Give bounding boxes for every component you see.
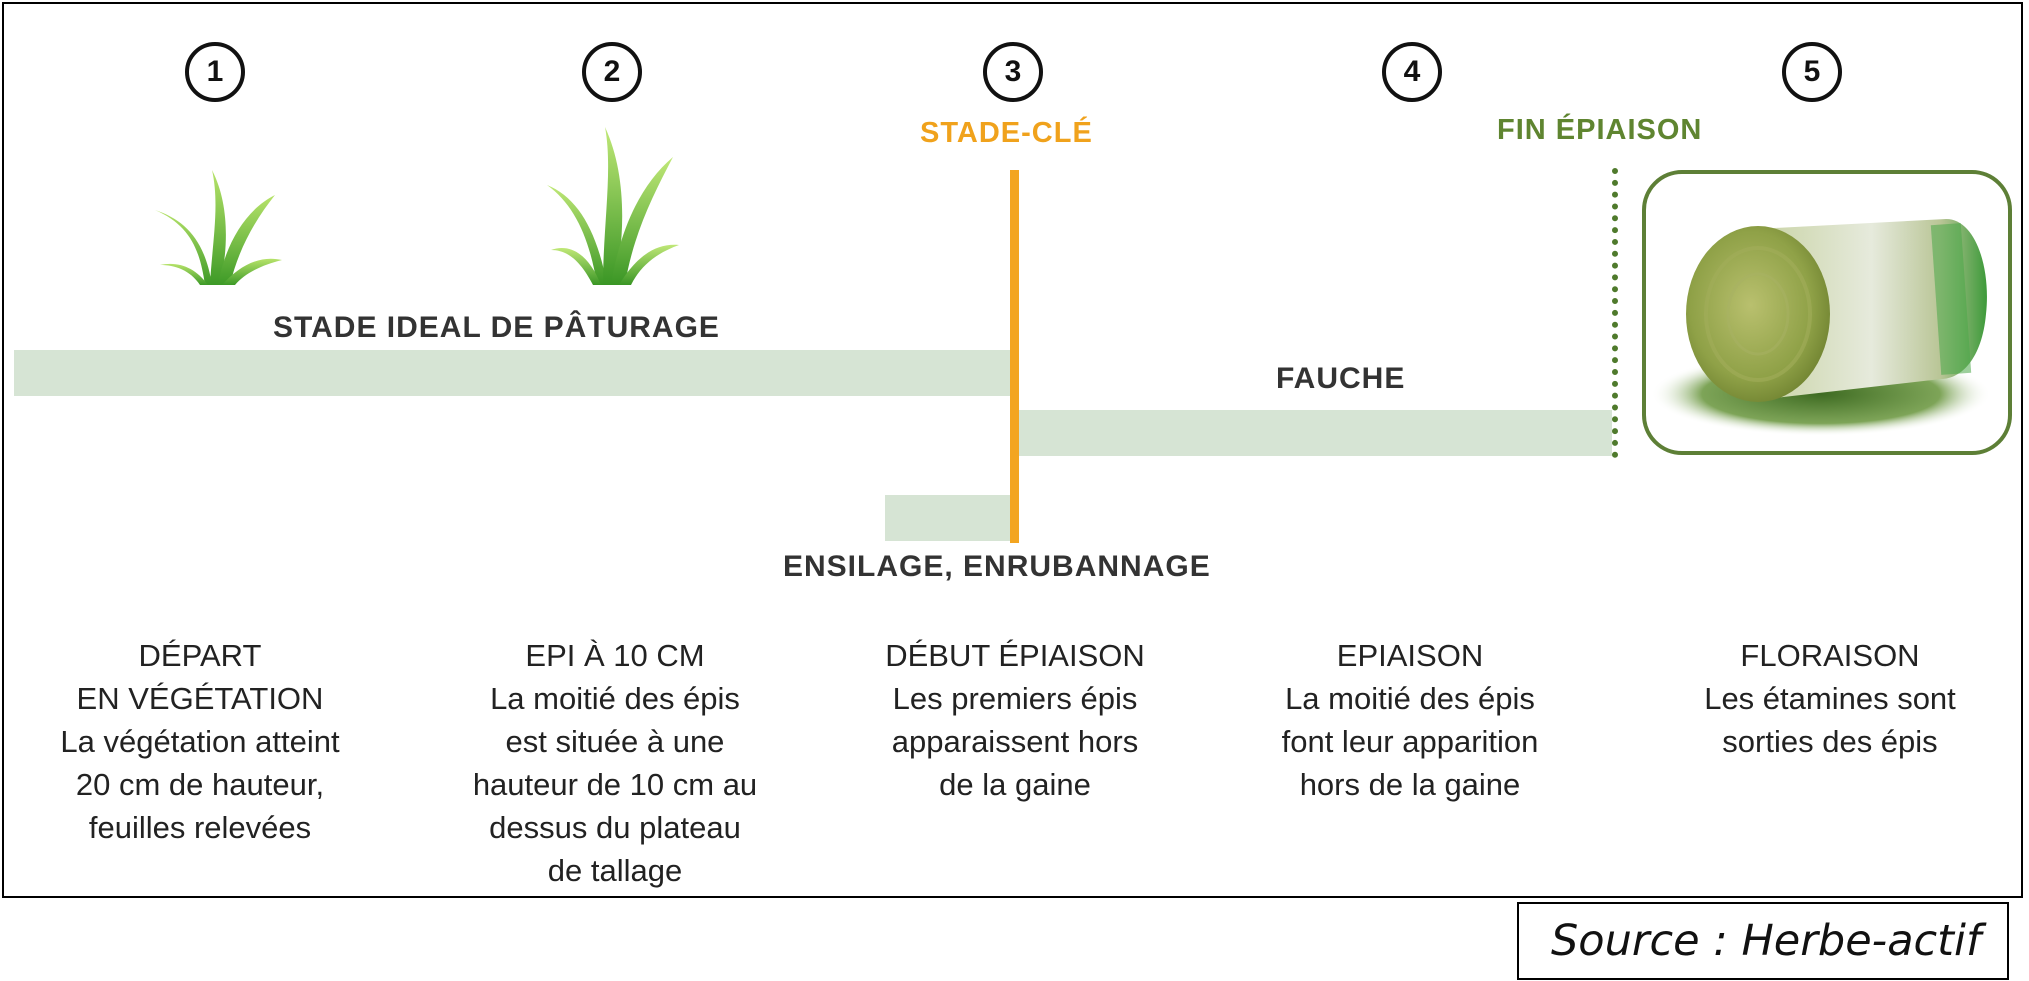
stage-line: de tallage [420, 849, 810, 892]
mowing-phase-label: FAUCHE [1276, 362, 1405, 396]
hay-bale-image [1642, 170, 2012, 455]
stage-line: est située à une [420, 720, 810, 763]
stage-line: font leur apparition [1230, 720, 1590, 763]
silage-phase-label: ENSILAGE, ENRUBANNAGE [783, 550, 1211, 584]
stage-line: feuilles relevées [20, 806, 380, 849]
stage-title: FLORAISON [1650, 634, 2010, 677]
end-heading-line [1612, 168, 1618, 458]
stage-line: 20 cm de hauteur, [20, 763, 380, 806]
stage-title: EPI À 10 CM [420, 634, 810, 677]
stage-number-5: 5 [1782, 42, 1842, 102]
stage-description-5: FLORAISON Les étamines sont sorties des … [1650, 634, 2010, 763]
stage-description-3: DÉBUT ÉPIAISON Les premiers épis apparai… [840, 634, 1190, 806]
key-stage-line [1010, 170, 1019, 543]
stage-description-4: EPIAISON La moitié des épis font leur ap… [1230, 634, 1590, 806]
grass-icon [150, 165, 285, 290]
stage-line: apparaissent hors [840, 720, 1190, 763]
stage-line: hors de la gaine [1230, 763, 1590, 806]
stage-number-3: 3 [983, 42, 1043, 102]
stage-title: DÉPART [20, 634, 380, 677]
stage-line: La végétation atteint [20, 720, 380, 763]
key-stage-label: STADE-CLÉ [920, 117, 1093, 150]
stage-line: sorties des épis [1650, 720, 2010, 763]
stage-description-2: EPI À 10 CM La moitié des épis est situé… [420, 634, 810, 892]
stage-description-1: DÉPART EN VÉGÉTATION La végétation attei… [20, 634, 380, 849]
hay-bale-icon [1646, 174, 2008, 451]
stage-title: DÉBUT ÉPIAISON [840, 634, 1190, 677]
grass-icon [545, 125, 680, 290]
stage-line: Les premiers épis [840, 677, 1190, 720]
stage-line: EN VÉGÉTATION [20, 677, 380, 720]
stage-number-1: 1 [185, 42, 245, 102]
stage-number-2: 2 [582, 42, 642, 102]
stage-line: dessus du plateau [420, 806, 810, 849]
stage-line: hauteur de 10 cm au [420, 763, 810, 806]
stage-title: EPIAISON [1230, 634, 1590, 677]
grazing-phase-bar [14, 350, 1010, 396]
stage-line: La moitié des épis [1230, 677, 1590, 720]
stage-number-4: 4 [1382, 42, 1442, 102]
mowing-phase-bar [1019, 410, 1612, 456]
end-heading-label: FIN ÉPIAISON [1497, 114, 1702, 147]
grazing-phase-label: STADE IDEAL DE PÂTURAGE [273, 311, 720, 345]
stage-line: Les étamines sont [1650, 677, 2010, 720]
stage-line: La moitié des épis [420, 677, 810, 720]
stage-line: de la gaine [840, 763, 1190, 806]
source-credit: Source : Herbe-actif [1517, 902, 2009, 980]
silage-phase-bar [885, 495, 1010, 541]
